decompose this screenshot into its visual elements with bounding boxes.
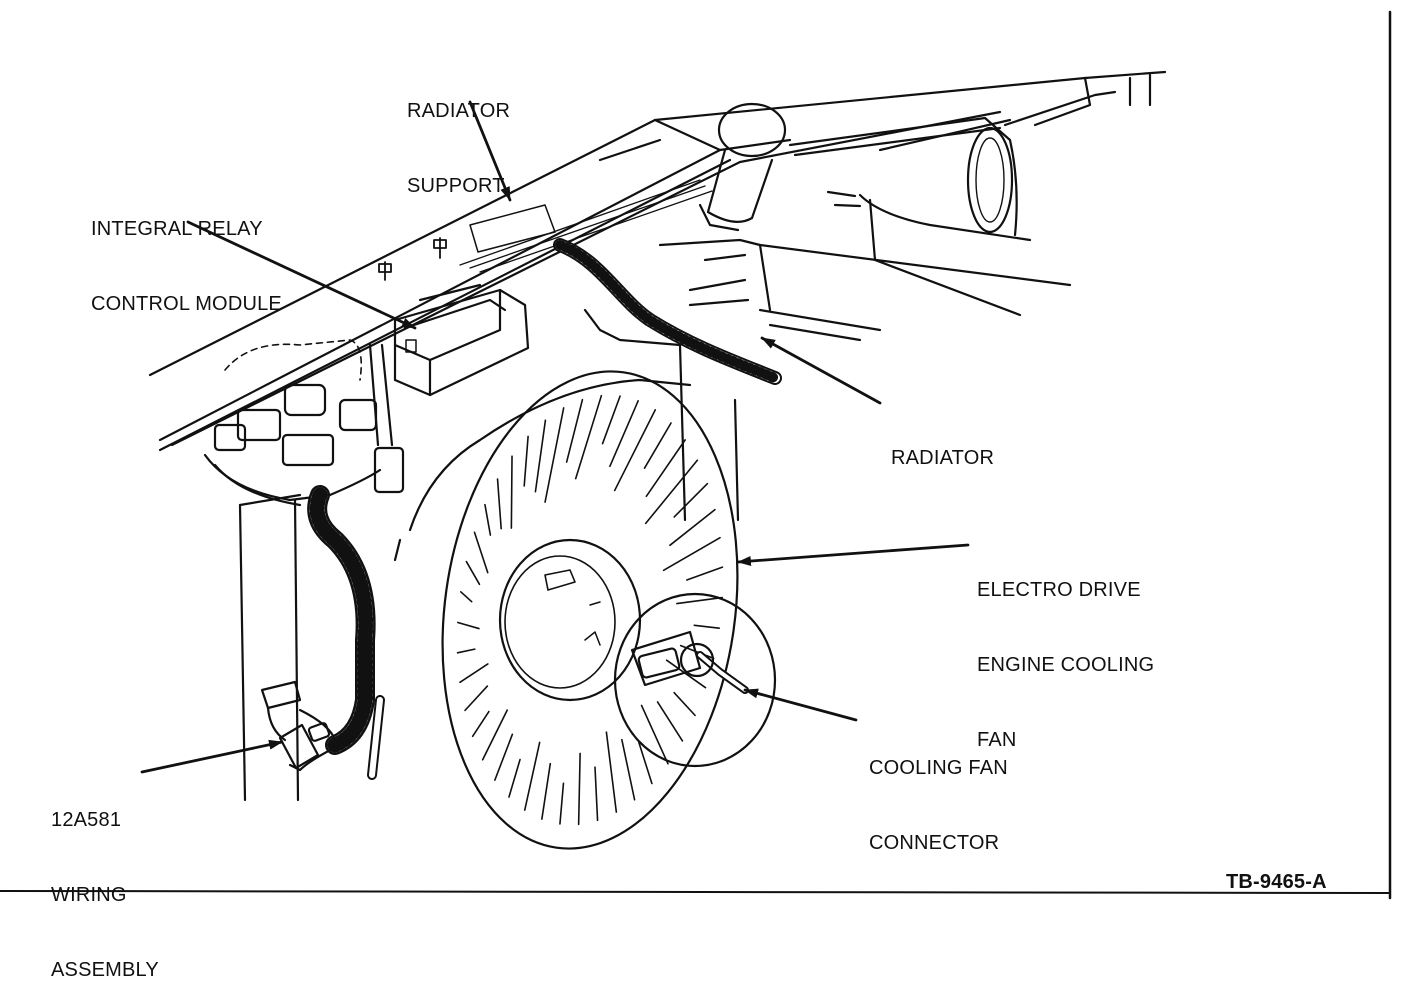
page-border <box>0 10 1392 900</box>
label-line: RADIATOR <box>407 100 511 122</box>
fan-rib <box>594 766 599 822</box>
fan-rib <box>459 663 489 684</box>
fan-rib <box>640 704 669 765</box>
fan-rib <box>510 455 513 529</box>
label-line: COOLING FAN <box>869 757 1008 779</box>
fan-rib <box>559 782 565 825</box>
fan-shroud <box>393 378 692 562</box>
fan-rib <box>496 478 502 530</box>
connector-detail-circle <box>613 592 777 768</box>
fan-rib <box>613 409 657 492</box>
fan-rib <box>665 659 707 689</box>
upper-hose-harness <box>758 90 1117 317</box>
fan-rib <box>673 482 709 518</box>
fan-rib <box>508 758 521 798</box>
fan-rib <box>565 398 584 463</box>
fan-rib <box>457 621 480 630</box>
fan-rib <box>656 701 684 742</box>
label-wiring-assembly: 12A581 WIRING ASSEMBLY <box>51 758 159 1008</box>
cooling-fan-illustration <box>0 10 1392 900</box>
figure-id: TB-9465-A <box>1226 871 1327 893</box>
fan-rib <box>473 531 489 574</box>
diagram-stage: RADIATOR SUPPORT INTEGRAL RELAY CONTROL … <box>0 10 1392 981</box>
fan-rib <box>523 741 541 811</box>
fan-rib <box>643 422 672 469</box>
fan-rib <box>541 762 552 820</box>
label-line: 12A581 <box>51 809 122 831</box>
fan-rib <box>471 710 490 738</box>
fan-rib <box>601 395 621 445</box>
fan-rib <box>645 439 686 498</box>
fan-rib <box>484 503 492 536</box>
corrugated-harness <box>553 238 782 385</box>
radiator-support <box>148 70 1167 452</box>
fan-rib <box>644 459 699 525</box>
fan-rib <box>456 648 476 654</box>
fan-rib <box>464 685 489 712</box>
label-line: ELECTRO DRIVE <box>977 579 1141 601</box>
left-connectors <box>203 339 405 507</box>
label-radiator-support: RADIATOR SUPPORT <box>407 49 510 224</box>
fan-rib <box>465 560 481 586</box>
fan-rib <box>544 407 565 503</box>
label-line: SUPPORT <box>407 175 505 197</box>
fan-rib <box>669 508 716 547</box>
lower-harness <box>260 485 385 780</box>
label-relay-module: INTEGRAL RELAY CONTROL MODULE <box>91 167 282 342</box>
fan-rib <box>577 752 581 826</box>
label-radiator: RADIATOR <box>891 396 994 496</box>
fan-rib <box>481 709 509 761</box>
fan-rib <box>574 394 603 480</box>
cooling-fan <box>441 370 749 850</box>
label-cooling-fan: ELECTRO DRIVE ENGINE COOLING FAN <box>977 528 1154 778</box>
fan-rib <box>621 738 636 801</box>
label-line: ENGINE COOLING <box>977 654 1155 676</box>
label-line: CONNECTOR <box>869 832 1000 854</box>
fan-rib <box>638 741 653 785</box>
radiator-core <box>238 238 882 802</box>
label-line: CONTROL MODULE <box>91 293 282 315</box>
fan-rib <box>534 419 547 493</box>
fan-rib <box>662 536 721 572</box>
label-line: WIRING <box>51 884 127 906</box>
fan-rib <box>459 591 473 603</box>
label-fan-connector: COOLING FAN CONNECTOR <box>869 706 1008 881</box>
fan-rib <box>686 566 724 581</box>
label-line: INTEGRAL RELAY <box>91 218 263 240</box>
fan-rib <box>494 733 514 781</box>
label-line: FAN <box>977 729 1017 751</box>
fan-rib <box>609 400 639 468</box>
fan-rib <box>605 731 618 813</box>
fan-rib <box>693 624 721 629</box>
fan-rib <box>673 691 696 717</box>
label-line: ASSEMBLY <box>51 959 159 981</box>
fan-rib <box>523 435 529 487</box>
fan-rib <box>676 596 723 605</box>
label-line: RADIATOR <box>891 447 995 469</box>
leader-lines <box>140 100 970 774</box>
relay-control-module <box>393 283 530 397</box>
